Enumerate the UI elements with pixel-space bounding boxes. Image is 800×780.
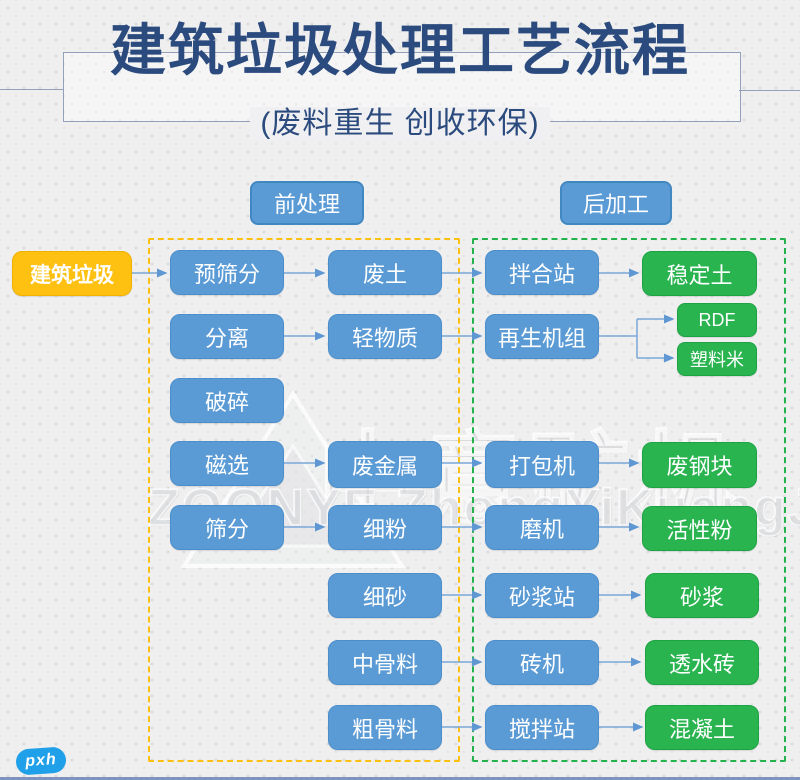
node-waste-soil: 废土 <box>328 250 442 295</box>
node-stabilized-soil: 稳定土 <box>642 251 757 296</box>
pxh-logo-badge: pxh <box>15 746 67 776</box>
node-rdf: RDF <box>677 303 757 337</box>
node-medium-aggregate: 中骨料 <box>328 640 442 685</box>
section-post-processing: 后加工 <box>560 181 672 225</box>
node-fine-sand: 细砂 <box>328 573 442 618</box>
node-mortar: 砂浆 <box>645 573 759 618</box>
node-coarse-aggregate: 粗骨料 <box>328 705 442 750</box>
node-mixing-station: 拌合站 <box>485 250 599 295</box>
node-scrap-steel-block: 废钢块 <box>642 442 757 488</box>
node-screening: 筛分 <box>170 505 284 550</box>
post-processing-region <box>472 238 786 762</box>
section-pre-processing: 前处理 <box>250 181 364 225</box>
node-brick-machine: 砖机 <box>485 640 599 685</box>
node-magnetic-separation: 磁选 <box>170 441 284 486</box>
node-source: 建筑垃圾 <box>12 251 132 296</box>
title-lead-line-right <box>739 90 800 91</box>
node-grinder: 磨机 <box>485 505 599 550</box>
node-permeable-brick: 透水砖 <box>645 640 759 685</box>
node-light-material: 轻物质 <box>328 314 442 359</box>
bottom-edge-bar <box>0 777 800 780</box>
node-scrap-metal: 废金属 <box>328 441 442 488</box>
page-title: 建筑垃圾处理工艺流程 <box>110 19 690 82</box>
node-concrete: 混凝土 <box>645 705 759 750</box>
node-regeneration-unit: 再生机组 <box>485 314 599 359</box>
node-separation: 分离 <box>170 314 284 359</box>
page-subtitle: (废料重生 创收环保) <box>0 98 800 142</box>
node-fine-powder: 细粉 <box>328 505 442 550</box>
node-crushing: 破碎 <box>170 378 284 423</box>
node-plastic-pellets: 塑料米 <box>677 342 757 376</box>
node-baler: 打包机 <box>485 441 599 488</box>
title-lead-line-left <box>0 89 63 90</box>
node-mortar-station: 砂浆站 <box>485 573 599 618</box>
node-pre-screening: 预筛分 <box>170 250 284 295</box>
pre-processing-region <box>148 238 460 762</box>
node-stirring-station: 搅拌站 <box>485 705 599 750</box>
node-active-powder: 活性粉 <box>642 506 757 551</box>
